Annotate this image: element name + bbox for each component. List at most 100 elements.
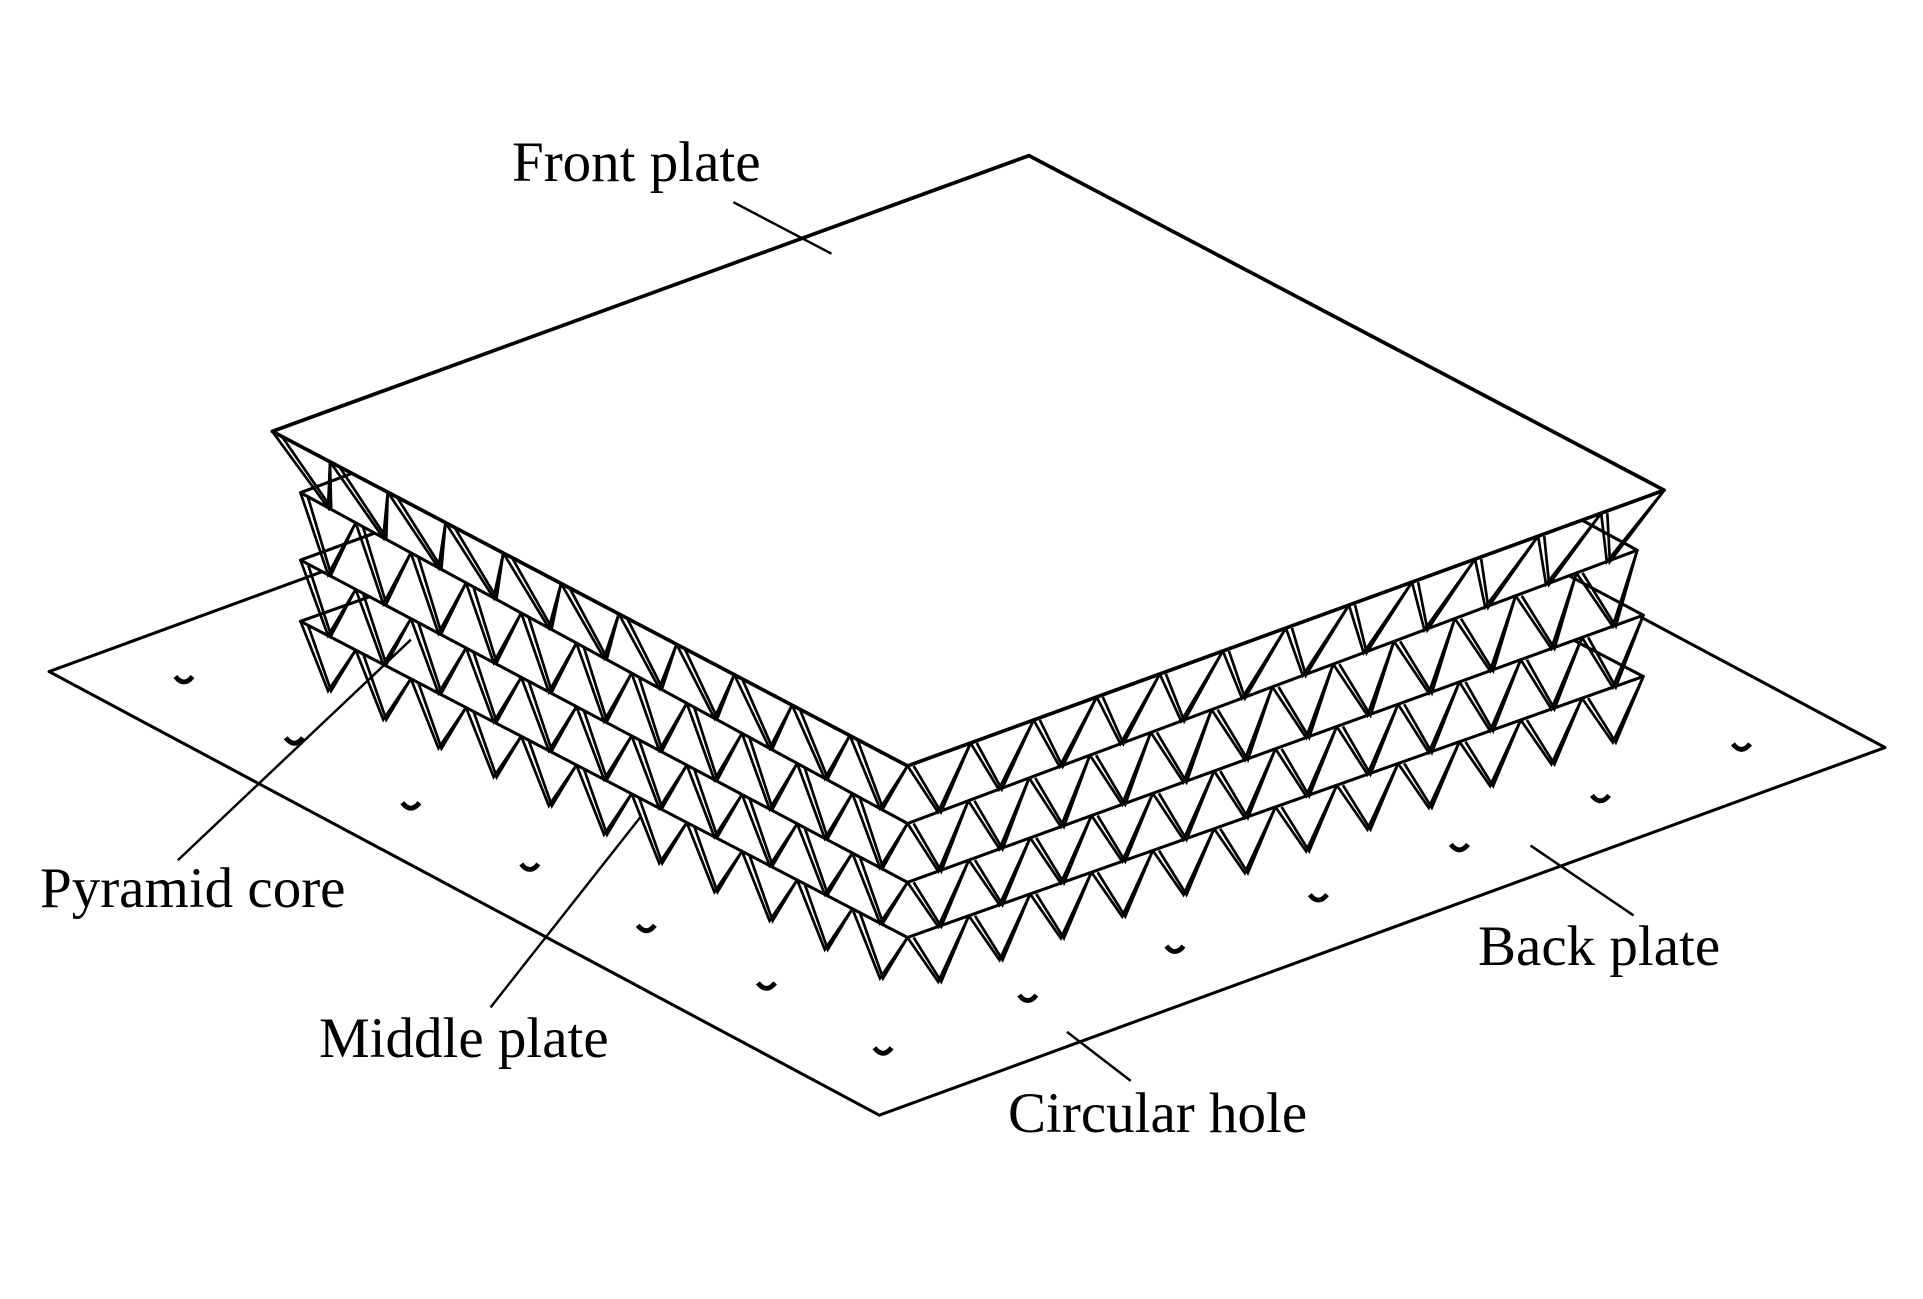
- pyramid-core: [299, 620, 1645, 985]
- pyramid-strut: [1101, 673, 1161, 747]
- pyramid-strut: [1277, 663, 1335, 741]
- pyramid-strut: [1464, 659, 1522, 734]
- pyramid-strut: [636, 735, 688, 812]
- leader-front-plate: [732, 201, 833, 255]
- pyramid-strut: [581, 642, 633, 725]
- pyramid-strut: [470, 582, 523, 667]
- pyramid-strut: [802, 762, 854, 842]
- pyramid-strut: [1520, 572, 1578, 652]
- circular-hole-icon: [173, 674, 195, 685]
- pyramid-strut: [1280, 726, 1339, 800]
- pyramid-strut: [1403, 741, 1461, 811]
- pyramid-strut: [392, 491, 447, 572]
- pyramid-strut: [1341, 762, 1400, 833]
- pyramid-strut: [691, 764, 744, 841]
- circular-hole-icon: [1164, 944, 1186, 954]
- circular-holes: [173, 674, 1753, 1056]
- pyramid-strut: [857, 793, 909, 872]
- pyramid-strut: [415, 618, 468, 697]
- pyramid-strut: [1416, 558, 1477, 634]
- pyramid-strut: [623, 613, 678, 692]
- pyramid-strut: [581, 706, 633, 783]
- label-middle-plate: Middle plate: [319, 1007, 609, 1070]
- plate-and-core-stack: [270, 153, 1667, 985]
- label-back-plate: Back plate: [1478, 915, 1721, 978]
- pyramid-strut: [1479, 535, 1540, 611]
- circular-hole-icon: [1589, 793, 1611, 804]
- leader-circular-hole: [1066, 1030, 1132, 1082]
- pyramid-strut: [1525, 636, 1584, 713]
- pyramid-strut: [691, 702, 744, 784]
- front-plate-outline: [270, 153, 1667, 768]
- pyramid-strut: [973, 777, 1031, 853]
- pyramid-strut: [857, 852, 909, 927]
- pyramid-strut: [305, 559, 357, 640]
- circular-hole-icon: [1017, 993, 1039, 1004]
- pyramid-strut: [415, 552, 468, 637]
- pyramid-strut: [305, 620, 357, 694]
- pyramid-strut: [746, 850, 799, 924]
- circular-hole-icon: [1448, 842, 1470, 853]
- pyramid-strut: [636, 672, 688, 755]
- pyramid-strut: [1464, 719, 1522, 789]
- leader-pyramid-core: [176, 638, 412, 862]
- pyramid-strut: [1459, 595, 1517, 675]
- pyramid-strut: [526, 676, 578, 754]
- pyramid-core: [299, 492, 1639, 875]
- pyramid-strut: [526, 612, 578, 696]
- pyramid-strut: [1341, 703, 1400, 778]
- pyramid-strut: [1219, 806, 1277, 876]
- pyramid-strut: [508, 552, 563, 632]
- pyramid-strut: [450, 521, 505, 602]
- pyramid-strut: [1338, 640, 1396, 719]
- label-circular-hole: Circular hole: [1008, 1082, 1308, 1145]
- pyramid-core: [299, 559, 1645, 930]
- pyramid-strut: [973, 837, 1032, 908]
- leader-middle-plate: [489, 816, 642, 1009]
- pyramid-strut: [1581, 549, 1639, 630]
- pyramid-strut: [912, 742, 972, 816]
- pyramid-strut: [1542, 512, 1603, 589]
- label-front-plate: Front plate: [512, 131, 761, 194]
- pyramid-strut: [1164, 650, 1225, 725]
- pyramid-strut: [415, 678, 468, 752]
- pyramid-strut: [912, 915, 971, 985]
- pyramid-strut: [1216, 686, 1274, 764]
- pyramid-strut: [1219, 748, 1277, 821]
- pyramid-strut: [1525, 697, 1584, 768]
- pyramid-strut: [796, 704, 851, 782]
- pyramid-strut: [305, 492, 357, 579]
- pyramid-strut: [854, 735, 909, 812]
- pyramid-strut: [470, 647, 523, 726]
- circular-hole-icon: [1307, 892, 1329, 903]
- pyramid-strut: [1353, 581, 1414, 657]
- label-pyramid-core: Pyramid core: [40, 857, 346, 920]
- pyramid-strut: [335, 461, 390, 543]
- pyramid-strut: [1398, 618, 1457, 697]
- leader-lines: [176, 201, 1635, 1082]
- pyramid-strut: [681, 643, 736, 722]
- pyramid-strut: [912, 859, 971, 930]
- pyramid-strut: [691, 822, 744, 896]
- pyramid-strut: [1403, 681, 1461, 756]
- pyramid-strut: [1280, 784, 1339, 855]
- pyramid-strut: [470, 707, 523, 781]
- pyramid-strut: [739, 674, 794, 752]
- pyramid-strut: [802, 823, 854, 898]
- pyramid-strut: [973, 893, 1032, 963]
- pyramid-strut: [581, 764, 633, 838]
- pyramid-strut: [912, 800, 970, 875]
- circular-hole-icon: [635, 923, 657, 934]
- pyramid-strut: [1587, 614, 1645, 691]
- pyramid-strut: [746, 794, 799, 869]
- pyramid-strut: [360, 649, 413, 723]
- circular-hole-icon: [872, 1046, 894, 1056]
- pyramid-strut: [277, 430, 333, 513]
- pyramid-strut: [1035, 871, 1093, 942]
- circular-hole-icon: [755, 981, 778, 991]
- pyramid-strut: [1227, 627, 1288, 702]
- pyramid-strut: [746, 732, 799, 813]
- pyramid-strut: [636, 793, 688, 867]
- circular-hole-icon: [283, 736, 305, 746]
